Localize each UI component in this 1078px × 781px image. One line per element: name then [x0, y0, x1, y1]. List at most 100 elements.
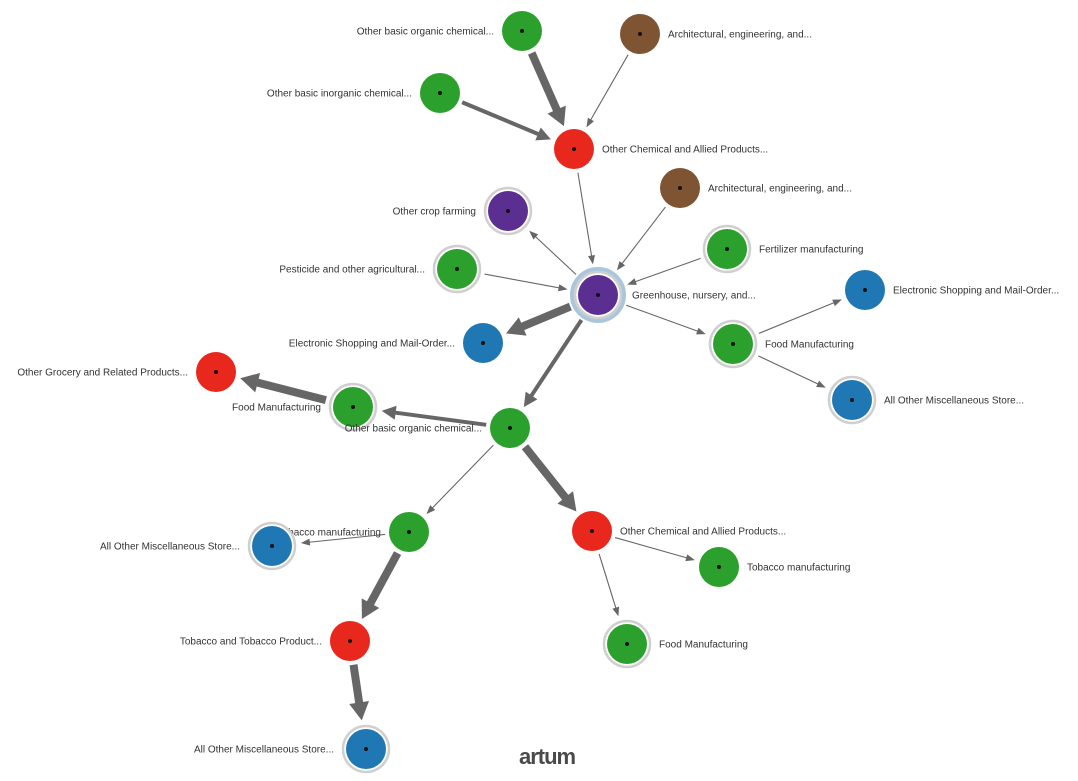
- edge[interactable]: [523, 318, 584, 408]
- node-label: Electronic Shopping and Mail-Order...: [289, 339, 455, 350]
- node-label: All Other Miscellaneous Store...: [884, 396, 1024, 407]
- edge-line: [528, 51, 561, 113]
- graph-node[interactable]: Tobacco manufacturing: [699, 547, 850, 587]
- arrowhead: [558, 284, 568, 292]
- graph-node[interactable]: Tobacco manufacturing: [278, 512, 429, 552]
- graph-node[interactable]: All Other Miscellaneous Store...: [100, 521, 297, 571]
- graph-node[interactable]: Tobacco and Tobacco Product...: [180, 621, 370, 661]
- edge-line: [634, 257, 701, 283]
- arrowhead: [557, 491, 577, 512]
- edge[interactable]: [614, 537, 695, 562]
- edge[interactable]: [484, 273, 568, 292]
- edge[interactable]: [381, 405, 487, 427]
- edge[interactable]: [361, 551, 402, 620]
- edge[interactable]: [529, 230, 577, 275]
- edge[interactable]: [598, 553, 620, 617]
- graph-node[interactable]: Architectural, engineering, and...: [660, 168, 852, 208]
- edge[interactable]: [240, 372, 327, 404]
- graph-node[interactable]: Food Manufacturing: [602, 619, 748, 669]
- node-label: Other basic organic chemical...: [345, 424, 482, 435]
- graph-node[interactable]: Other Grocery and Related Products...: [17, 352, 236, 392]
- graph-node[interactable]: Other basic inorganic chemical...: [267, 73, 460, 113]
- edge-line: [621, 206, 666, 265]
- node-label: All Other Miscellaneous Store...: [194, 745, 334, 756]
- node-label: Electronic Shopping and Mail-Order...: [893, 286, 1059, 297]
- graph-node[interactable]: Other crop farming: [393, 186, 533, 236]
- edge[interactable]: [586, 54, 629, 128]
- node-label: Other basic organic chemical...: [357, 27, 494, 38]
- node-center-dot: [725, 247, 729, 251]
- arrowhead: [616, 261, 626, 271]
- graph-node[interactable]: Electronic Shopping and Mail-Order...: [845, 270, 1059, 310]
- edge[interactable]: [616, 206, 666, 271]
- arrowhead: [535, 127, 551, 141]
- node-center-dot: [481, 341, 485, 345]
- node-center-dot: [270, 544, 274, 548]
- arrowhead: [586, 117, 594, 128]
- edge-line: [577, 172, 593, 257]
- edge-line: [529, 318, 584, 398]
- graph-node[interactable]: Electronic Shopping and Mail-Order...: [289, 323, 503, 363]
- arrowhead: [696, 327, 706, 335]
- node-label: Food Manufacturing: [232, 403, 321, 414]
- graph-node[interactable]: Other basic organic chemical...: [357, 11, 542, 51]
- edge-line: [521, 444, 569, 501]
- edge[interactable]: [461, 100, 551, 141]
- edge-line: [598, 553, 617, 609]
- node-label: Greenhouse, nursery, and...: [632, 291, 756, 302]
- node-label: Other Chemical and Allied Products...: [602, 145, 768, 156]
- arrowhead: [240, 372, 261, 393]
- node-center-dot: [572, 147, 576, 151]
- node-label: Food Manufacturing: [765, 340, 854, 351]
- edge[interactable]: [506, 302, 572, 336]
- edge-line: [484, 273, 560, 289]
- edge-line: [308, 533, 386, 543]
- arrowhead: [361, 598, 380, 620]
- edge[interactable]: [627, 257, 701, 285]
- edge-line: [431, 444, 494, 509]
- node-label: Other basic inorganic chemical...: [267, 89, 412, 100]
- arrowhead: [426, 505, 436, 515]
- node-center-dot: [731, 342, 735, 346]
- node-label: Tobacco manufacturing: [747, 563, 850, 574]
- edge[interactable]: [528, 51, 566, 127]
- graph-node[interactable]: Pesticide and other agricultural...: [279, 244, 482, 294]
- edge[interactable]: [626, 304, 706, 335]
- edge[interactable]: [577, 172, 595, 265]
- node-label: All Other Miscellaneous Store...: [100, 542, 240, 553]
- edge[interactable]: [426, 444, 494, 515]
- edge[interactable]: [758, 299, 842, 334]
- arrowhead: [627, 278, 637, 285]
- node-center-dot: [348, 639, 352, 643]
- arrowhead: [588, 254, 595, 265]
- arrowhead: [506, 317, 527, 336]
- graph-node[interactable]: All Other Miscellaneous Store...: [827, 375, 1024, 425]
- node-label: Tobacco manufacturing: [278, 528, 381, 539]
- edge[interactable]: [349, 664, 370, 721]
- edge[interactable]: [300, 533, 386, 546]
- graph-node[interactable]: Other Chemical and Allied Products...: [554, 129, 768, 169]
- arrowhead: [300, 538, 311, 546]
- graph-node[interactable]: Architectural, engineering, and...: [620, 14, 812, 54]
- graph-node[interactable]: All Other Miscellaneous Store...: [194, 724, 391, 774]
- arrowhead: [547, 105, 566, 127]
- arrowhead: [381, 405, 397, 420]
- graph-node[interactable]: Food Manufacturing: [232, 382, 378, 432]
- node-center-dot: [625, 642, 629, 646]
- node-center-dot: [590, 529, 594, 533]
- graph-node[interactable]: Other basic organic chemical...: [345, 408, 530, 448]
- node-center-dot: [850, 398, 854, 402]
- arrowhead: [832, 299, 842, 307]
- graph-node[interactable]: Fertilizer manufacturing: [702, 224, 863, 274]
- edge[interactable]: [758, 355, 826, 388]
- node-label: Pesticide and other agricultural...: [279, 265, 425, 276]
- nodes-layer: Other basic organic chemical... Architect…: [17, 11, 1059, 774]
- edge[interactable]: [521, 444, 577, 512]
- graph-node[interactable]: Other Chemical and Allied Products...: [572, 511, 786, 551]
- graph-node[interactable]: Food Manufacturing: [708, 319, 854, 369]
- graph-node[interactable]: Greenhouse, nursery, and...: [570, 267, 756, 323]
- node-label: Architectural, engineering, and...: [708, 184, 852, 195]
- arrowhead: [523, 391, 538, 408]
- node-label: Other crop farming: [393, 207, 476, 218]
